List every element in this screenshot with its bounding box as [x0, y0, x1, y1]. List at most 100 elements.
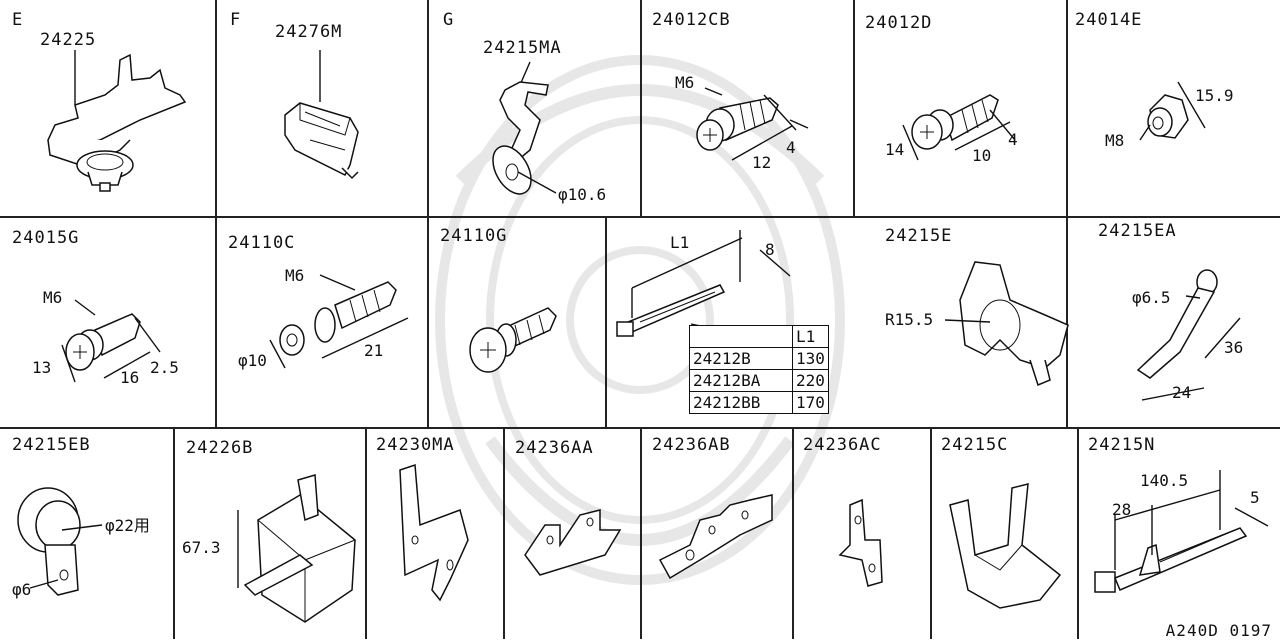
- grid-line: [0, 216, 1280, 218]
- bracket-24230MA-drawing: [399, 463, 469, 602]
- dimension-label: 4: [786, 138, 796, 157]
- part-number: 24012D: [865, 13, 933, 33]
- clip-24225-drawing: [47, 50, 187, 192]
- dimension-label: M8: [1105, 131, 1125, 150]
- part-number: 24215C: [941, 435, 1009, 455]
- dimension-label: M6: [675, 73, 695, 92]
- table-cell: 130: [792, 347, 829, 370]
- table-header: L1: [792, 325, 829, 348]
- dimension-label: 13: [32, 358, 52, 377]
- table-cell: 24212B: [689, 347, 793, 370]
- dimension-label: 14: [885, 140, 905, 159]
- dimension-label: 8: [765, 240, 775, 259]
- grid-line: [640, 428, 642, 639]
- clip-24215N-drawing: [1094, 470, 1269, 593]
- dimension-label: 10: [972, 146, 992, 165]
- dimension-label: 140.5: [1140, 471, 1189, 490]
- part-number: 24110G: [440, 226, 508, 246]
- bracket-24215EA-drawing: [1136, 269, 1241, 401]
- clip-24276M-drawing: [284, 50, 359, 180]
- part-number: 24015G: [12, 228, 80, 248]
- bracket-24215MA-drawing: [492, 61, 557, 195]
- table-corner: [689, 325, 793, 348]
- grid-line: [1066, 0, 1068, 428]
- grid-line: [605, 216, 607, 428]
- part-number: 24236AB: [652, 435, 731, 455]
- bracket-24236AC-drawing: [838, 498, 883, 587]
- bracket-24236AB-drawing: [658, 494, 773, 580]
- stud-24110G-drawing: [469, 307, 557, 373]
- dimension-label: 36: [1224, 338, 1244, 357]
- stud-24110C-drawing: [269, 274, 409, 369]
- part-number: 24215EA: [1098, 221, 1177, 241]
- grid-line: [173, 428, 175, 639]
- dimension-label: M6: [43, 288, 63, 307]
- clip-24215EB-drawing: [17, 487, 103, 596]
- clip-24226B-drawing: [237, 474, 356, 623]
- cell-letter: G: [443, 10, 455, 30]
- cell-letter: F: [230, 10, 242, 30]
- part-number: 24226B: [186, 438, 254, 458]
- part-number: 24215MA: [483, 38, 562, 58]
- part-number: 24225: [40, 30, 97, 50]
- part-number: 24012CB: [652, 10, 731, 30]
- grid-line: [930, 428, 932, 639]
- dimension-label: φ10: [238, 351, 267, 370]
- dimension-label: 24: [1172, 383, 1192, 402]
- dimension-label: R15.5: [885, 310, 934, 329]
- grid-line: [0, 427, 1280, 429]
- clip-24215C-drawing: [949, 483, 1062, 609]
- bolt-24012D-drawing: [902, 94, 1016, 161]
- part-number: 24236AC: [803, 435, 882, 455]
- part-number: 24215EB: [12, 435, 91, 455]
- dimension-label: 4: [1008, 130, 1018, 149]
- dimension-label: 5: [1250, 488, 1260, 507]
- dimension-label: 21: [364, 341, 384, 360]
- dimension-label: 28: [1112, 500, 1132, 519]
- part-number: 24230MA: [376, 435, 455, 455]
- grid-line: [853, 0, 855, 216]
- bolt-24012CB-drawing: [696, 87, 809, 161]
- dimension-label: M6: [285, 266, 305, 285]
- part-number: 24236AA: [515, 438, 594, 458]
- dimension-label: 16: [120, 368, 140, 387]
- part-number: 24014E: [1075, 10, 1143, 30]
- dimension-label: 12: [752, 153, 772, 172]
- bracket-24236AA-drawing: [524, 509, 622, 576]
- clip-24215E-drawing: [944, 261, 1069, 387]
- grid-line: [427, 0, 429, 428]
- grid-line: [792, 428, 794, 639]
- grid-line: [215, 0, 217, 428]
- dimension-label: φ10.6: [558, 185, 607, 204]
- bolt-24015G-drawing: [61, 299, 161, 383]
- part-number: 24110C: [228, 233, 296, 253]
- dimension-label: 2.5: [150, 358, 179, 377]
- table-cell: 170: [792, 391, 829, 414]
- part-number: 24276M: [275, 22, 343, 42]
- cell-letter: E: [12, 10, 24, 30]
- part-number: 24215N: [1088, 435, 1156, 455]
- grid-line: [365, 428, 367, 639]
- part-number: 24215E: [885, 226, 953, 246]
- nut-24014E-drawing: [1139, 81, 1206, 141]
- dimension-label: 15.9: [1195, 86, 1234, 105]
- dimension-label: φ6.5: [1132, 288, 1171, 307]
- grid-line: [1077, 428, 1079, 639]
- grid-line: [640, 0, 642, 216]
- figure-reference: A240D 0197: [1165, 621, 1272, 640]
- cable-tie-drawing: [616, 230, 794, 346]
- table-cell: 220: [792, 369, 829, 392]
- table-cell: 24212BB: [689, 391, 793, 414]
- table-cell: 24212BA: [689, 369, 793, 392]
- dimension-label: L1: [670, 233, 690, 252]
- dimension-label: φ6: [12, 580, 32, 599]
- dimension-label: φ22用: [105, 516, 150, 535]
- grid-line: [503, 428, 505, 639]
- dimension-label: 67.3: [182, 538, 221, 557]
